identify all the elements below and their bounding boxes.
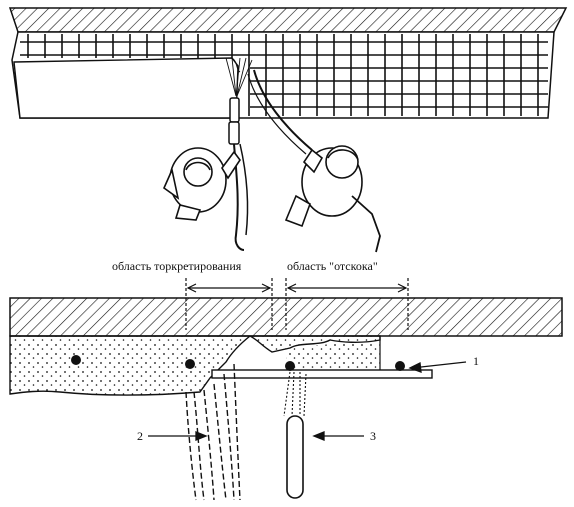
worker-figure-icon	[247, 69, 381, 253]
rebar-dot	[71, 355, 81, 365]
spray-stream-icon	[185, 363, 241, 501]
rebar-dot	[285, 361, 295, 371]
top-spray-cone	[225, 57, 253, 97]
reinforcement-mesh	[20, 34, 548, 116]
shotcrete-layer	[9, 335, 381, 396]
nozzle-icon	[283, 371, 307, 499]
rebound-area-label: область "отскока"	[287, 259, 378, 273]
leader-arrows	[148, 361, 467, 441]
worker-figure-icon	[163, 147, 241, 221]
shotcreted-zone	[13, 57, 241, 119]
nozzle-icon	[228, 97, 249, 251]
marker-3-label: 3	[370, 429, 376, 443]
rebar-dot	[185, 359, 195, 369]
rebar-dot	[395, 361, 405, 371]
slab-section	[9, 297, 563, 337]
marker-2-label: 2	[137, 429, 143, 443]
reinforcement-bar-icon	[71, 355, 433, 379]
marker-1-label: 1	[473, 354, 479, 368]
shotcrete-area-label: область торкретирования	[112, 259, 242, 273]
